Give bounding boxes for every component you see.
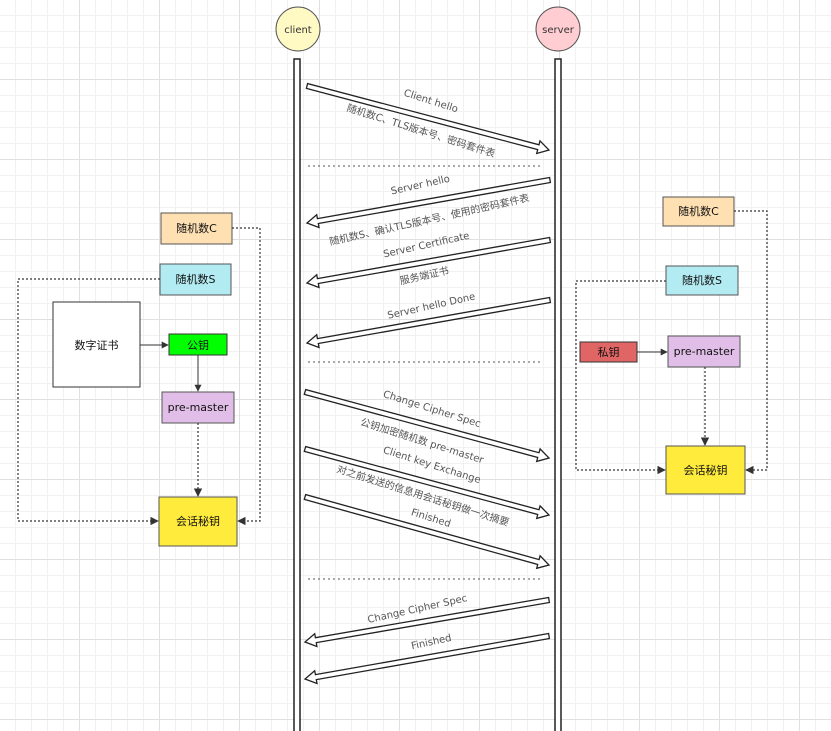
server-random-s-label: 随机数S	[682, 273, 722, 287]
client-pre-master-box	[161, 391, 235, 424]
arrow-server-hello	[305, 176, 552, 229]
arrow-client-hello	[305, 82, 551, 155]
msg-server-hello: Server hello	[390, 174, 451, 198]
client-random-c-label: 随机数C	[176, 221, 217, 235]
public-key-label: 公钥	[187, 338, 209, 352]
server-pre-master-label: pre-master	[674, 345, 735, 358]
arrow-client-key-exchange	[303, 445, 551, 520]
server-pre-master-box	[667, 335, 741, 368]
certificate-label: 数字证书	[75, 338, 119, 352]
private-key-label: 私钥	[598, 345, 620, 359]
server-actor: server	[535, 6, 581, 52]
client-random-s-label: 随机数S	[176, 272, 216, 286]
client-random-s-box	[159, 263, 232, 296]
client-session-key-box	[158, 496, 238, 547]
certificate-box	[52, 301, 141, 388]
server-session-key-label: 会话秘钥	[684, 463, 728, 477]
server-random-c-box	[662, 196, 735, 227]
server-random-s-box	[665, 265, 739, 296]
arrow-change-cipher-spec-server	[303, 596, 551, 648]
server-label: server	[542, 25, 575, 36]
client-key-derivation: 随机数C 随机数S 数字证书 公钥 pre-master 会话秘钥	[17, 212, 261, 547]
server-key-derivation: 随机数C 随机数S 私钥 pre-master 会话秘钥	[575, 196, 768, 495]
arrow-server-certificate	[305, 236, 552, 289]
client-actor: client	[275, 6, 321, 52]
arrow-finished-server	[303, 632, 551, 685]
server-random-c-label: 随机数C	[678, 204, 719, 218]
client-session-key-label: 会话秘钥	[176, 514, 220, 528]
arrow-change-cipher-spec-client	[303, 388, 551, 463]
server-session-key-box	[665, 445, 746, 495]
client-pre-master-label: pre-master	[168, 401, 229, 414]
arrow-server-hello-done	[305, 296, 552, 349]
message-arrows	[303, 82, 552, 685]
server-lifeline	[554, 58, 562, 731]
msg-finished-server: Finished	[410, 633, 452, 653]
client-lifeline	[293, 58, 301, 731]
client-label: client	[284, 25, 312, 36]
arrow-finished-client	[303, 493, 551, 570]
